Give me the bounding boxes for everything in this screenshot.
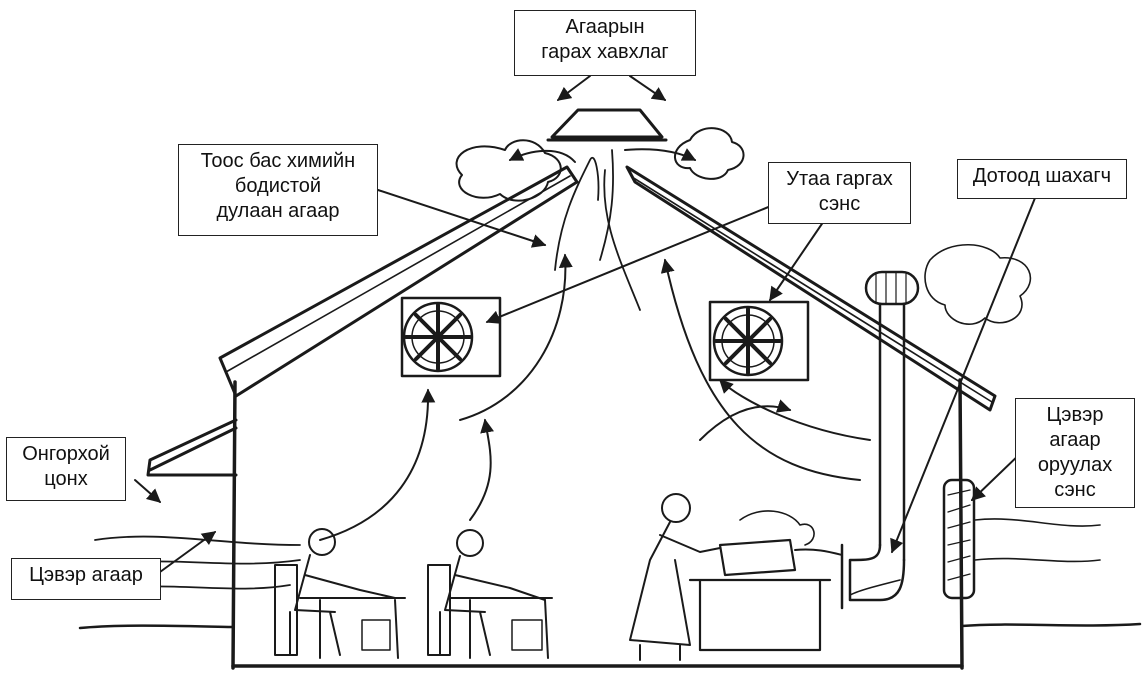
pointer-open-window: [135, 480, 160, 502]
label-line: сэнс: [777, 192, 902, 217]
label-line: Агаарын: [523, 15, 687, 40]
stove-table: [690, 511, 842, 650]
pointer-exhaust-vent-right: [630, 76, 665, 100]
exhaust-fan-right: [710, 302, 808, 380]
label-line: Цэвэр: [1024, 403, 1126, 428]
label-hot-air: Тоос бас химийн бодистой дулаан агаар: [178, 144, 378, 236]
worker-standing: [630, 494, 720, 660]
label-line: агаар: [1024, 428, 1126, 453]
open-window: [148, 420, 236, 475]
label-line: гарах хавхлаг: [523, 40, 687, 65]
label-intake-fan: Цэвэр агаар оруулах сэнс: [1015, 398, 1135, 508]
ground-line: [80, 626, 232, 628]
label-line: дулаан агаар: [187, 199, 369, 224]
label-exhaust-fan: Утаа гаргах сэнс: [768, 162, 911, 224]
house-left-wall: [233, 382, 235, 668]
label-open-window: Онгорхой цонх: [6, 437, 126, 501]
worker-seated-2: [428, 530, 552, 658]
pointer-internal-extractor: [892, 198, 1035, 552]
smoke-cloud-left: [457, 140, 561, 200]
worker-seated-1: [275, 529, 405, 658]
label-line: оруулах: [1024, 453, 1126, 478]
ground-line: [962, 624, 1140, 626]
label-line: Тоос бас химийн: [187, 149, 369, 174]
label-line: бодистой: [187, 174, 369, 199]
label-line: Дотоод шахагч: [966, 164, 1118, 189]
exhaust-fan-left: [402, 298, 500, 376]
label-line: Цэвэр агаар: [20, 563, 152, 588]
roof-vent-cap: [548, 110, 666, 140]
smoke-cloud-stack: [925, 245, 1030, 324]
label-clean-air: Цэвэр агаар: [11, 558, 161, 600]
label-line: цонх: [15, 467, 117, 492]
label-internal-extractor: Дотоод шахагч: [957, 159, 1127, 199]
smoke-cloud-right: [675, 128, 744, 179]
label-line: Онгорхой: [15, 442, 117, 467]
label-line: Утаа гаргах: [777, 167, 902, 192]
pointer-exhaust-vent-left: [558, 76, 590, 100]
label-line: сэнс: [1024, 478, 1126, 503]
label-exhaust-vent: Агаарын гарах хавхлаг: [514, 10, 696, 76]
intake-wall-fan: [944, 480, 974, 598]
